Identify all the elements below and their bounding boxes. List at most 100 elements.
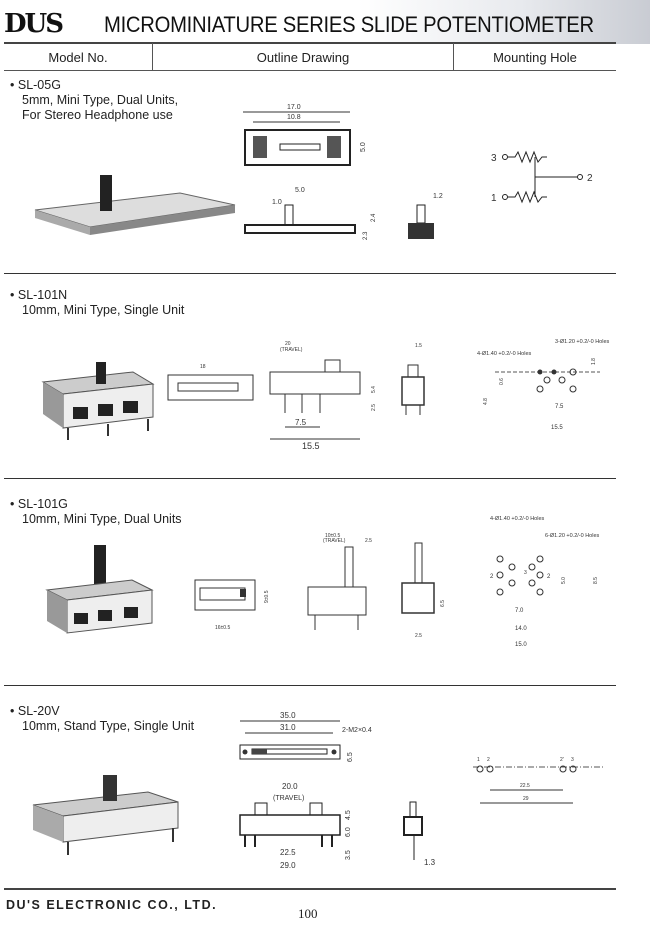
svg-text:5.0: 5.0 (561, 577, 567, 584)
svg-text:31.0: 31.0 (280, 723, 296, 732)
svg-text:1.5: 1.5 (415, 343, 422, 349)
svg-text:29.0: 29.0 (280, 861, 296, 870)
svg-text:6.5: 6.5 (440, 600, 446, 607)
column-divider (453, 43, 454, 70)
svg-text:2: 2 (587, 173, 593, 184)
mounting-hole-sl-101n: 4-Ø1.40 +0.2/-0 Holes 3-Ø1.20 +0.2/-0 Hol… (477, 339, 610, 431)
product-photo (41, 362, 155, 440)
product-photo (32, 775, 179, 855)
svg-text:2.4: 2.4 (371, 213, 377, 222)
product-sl-20v: • SL-20V 10mm, Stand Type, Single Unit (10, 704, 195, 733)
svg-text:2: 2 (490, 574, 494, 580)
svg-text:2.3: 2.3 (363, 231, 369, 240)
header-background (0, 0, 650, 44)
svg-text:2-M2×0.4: 2-M2×0.4 (342, 727, 372, 734)
outline-drawing-sl-05g: 17.0 10.8 5.0 5.01.0 2.3 2.4 1.2 (243, 104, 443, 240)
svg-text:15.0: 15.0 (515, 642, 527, 648)
svg-text:1.2: 1.2 (433, 193, 443, 200)
svg-text:20.0: 20.0 (282, 782, 298, 791)
page-title: MICROMINIATURE SERIES SLIDE POTENTIOMETE… (104, 12, 594, 37)
model-description: 10mm, Mini Type, Dual Units (22, 512, 182, 526)
svg-text:15.5: 15.5 (551, 425, 563, 431)
svg-text:1: 1 (491, 193, 497, 204)
svg-text:2.5: 2.5 (365, 538, 372, 544)
svg-text:7.5: 7.5 (555, 404, 564, 410)
model-number: SL-101N (17, 288, 68, 302)
svg-text:22.5: 22.5 (520, 783, 530, 789)
divider (4, 478, 616, 479)
column-header-mounting: Mounting Hole (493, 50, 577, 65)
mounting-hole-sl-101g: 4-Ø1.40 +0.2/-0 Holes 6-Ø1.20 +0.2/-0 Hol… (490, 516, 600, 648)
svg-text:3.5: 3.5 (345, 850, 352, 860)
page-number: 100 (298, 906, 318, 921)
column-header-model: Model No. (48, 50, 108, 65)
svg-text:2: 2 (487, 757, 490, 763)
model-description: 5mm, Mini Type, Dual Units, (22, 93, 179, 107)
product-sl-101g: • SL-101G 10mm, Mini Type, Dual Units (10, 497, 182, 526)
svg-text:5.4: 5.4 (371, 386, 377, 393)
svg-text:(TRAVEL): (TRAVEL) (323, 538, 346, 544)
product-photo (45, 545, 154, 634)
mounting-hole-sl-20v: 1 2 2' 3 22.5 29 (473, 757, 605, 804)
product-photo (34, 175, 236, 235)
svg-text:16±0.5: 16±0.5 (215, 625, 230, 631)
svg-text:3: 3 (491, 153, 497, 164)
model-description: 10mm, Stand Type, Single Unit (22, 719, 195, 733)
model-description: For Stereo Headphone use (22, 108, 173, 122)
model-description: 10mm, Mini Type, Single Unit (22, 303, 185, 317)
svg-text:3-Ø1.20 +0.2/-0 Holes: 3-Ø1.20 +0.2/-0 Holes (555, 339, 610, 345)
divider (4, 685, 616, 686)
svg-text:20: 20 (285, 341, 291, 347)
svg-text:18: 18 (200, 364, 206, 370)
svg-text:4-Ø1.40 +0.2/-0 Holes: 4-Ø1.40 +0.2/-0 Holes (490, 516, 545, 522)
svg-text:6.5: 6.5 (347, 752, 354, 762)
svg-text:10±0.5: 10±0.5 (325, 533, 340, 539)
outline-drawing-sl-101n: 18 20(TRAVEL) 7.5 15.5 5.4 2.5 1.5 (167, 341, 425, 451)
svg-text:4.5: 4.5 (345, 810, 352, 820)
svg-text:0.6: 0.6 (499, 378, 505, 385)
divider (4, 273, 616, 274)
product-sl-05g: • SL-05G 5mm, Mini Type, Dual Units, For… (10, 78, 179, 122)
model-number: SL-05G (17, 78, 61, 92)
column-header-outline: Outline Drawing (256, 50, 350, 65)
svg-text:7.0: 7.0 (515, 608, 524, 614)
svg-text:6.0: 6.0 (345, 827, 352, 837)
column-divider (152, 43, 153, 70)
svg-text:7.5: 7.5 (295, 418, 307, 427)
svg-text:4.8: 4.8 (483, 398, 489, 405)
svg-text:6-Ø1.20 +0.2/-0 Holes: 6-Ø1.20 +0.2/-0 Holes (545, 533, 600, 539)
dimension-15-5: 15.5 (302, 441, 320, 451)
model-number: SL-20V (17, 704, 60, 718)
svg-text:1.3: 1.3 (424, 858, 436, 867)
divider (4, 888, 616, 890)
mounting-schematic-sl-05g: 3 1 2 (491, 150, 593, 204)
svg-text:5.0: 5.0 (360, 142, 367, 152)
product-sl-101n: • SL-101N 10mm, Mini Type, Single Unit (10, 288, 185, 317)
svg-text:4-Ø1.40 +0.2/-0 Holes: 4-Ø1.40 +0.2/-0 Holes (477, 351, 532, 357)
outline-drawing-sl-101g: 16±0.5 9±0.5 10±0.5(TRAVEL) 2.5 6.5 2.5 (194, 533, 446, 639)
svg-text:22.5: 22.5 (280, 848, 296, 857)
svg-text:3: 3 (571, 757, 574, 763)
svg-text:5.0: 5.0 (295, 187, 305, 194)
divider (4, 70, 616, 71)
svg-text:1.8: 1.8 (591, 358, 597, 365)
svg-text:2: 2 (547, 574, 551, 580)
svg-text:(TRAVEL): (TRAVEL) (273, 795, 304, 802)
svg-text:(TRAVEL): (TRAVEL) (280, 347, 303, 353)
svg-text:35.0: 35.0 (280, 711, 296, 720)
svg-text:1.0: 1.0 (272, 199, 282, 206)
company-logo: DUS (4, 9, 64, 39)
svg-text:3: 3 (524, 570, 527, 576)
company-name: DU'S ELECTRONIC CO., LTD. (6, 898, 218, 912)
svg-text:29: 29 (523, 796, 529, 802)
svg-text:14.0: 14.0 (515, 626, 527, 632)
svg-text:10.8: 10.8 (287, 114, 301, 121)
svg-text:2': 2' (560, 757, 564, 763)
divider (4, 42, 616, 44)
svg-text:1: 1 (477, 757, 480, 763)
outline-drawing-sl-20v: 35.0 31.0 2-M2×0.4 6.5 20.0(TRAVEL) 4.5 … (239, 711, 436, 870)
svg-text:2.5: 2.5 (371, 404, 377, 411)
model-number: SL-101G (17, 497, 68, 511)
svg-text:9±0.5: 9±0.5 (264, 590, 270, 603)
svg-text:2.5: 2.5 (415, 633, 422, 639)
